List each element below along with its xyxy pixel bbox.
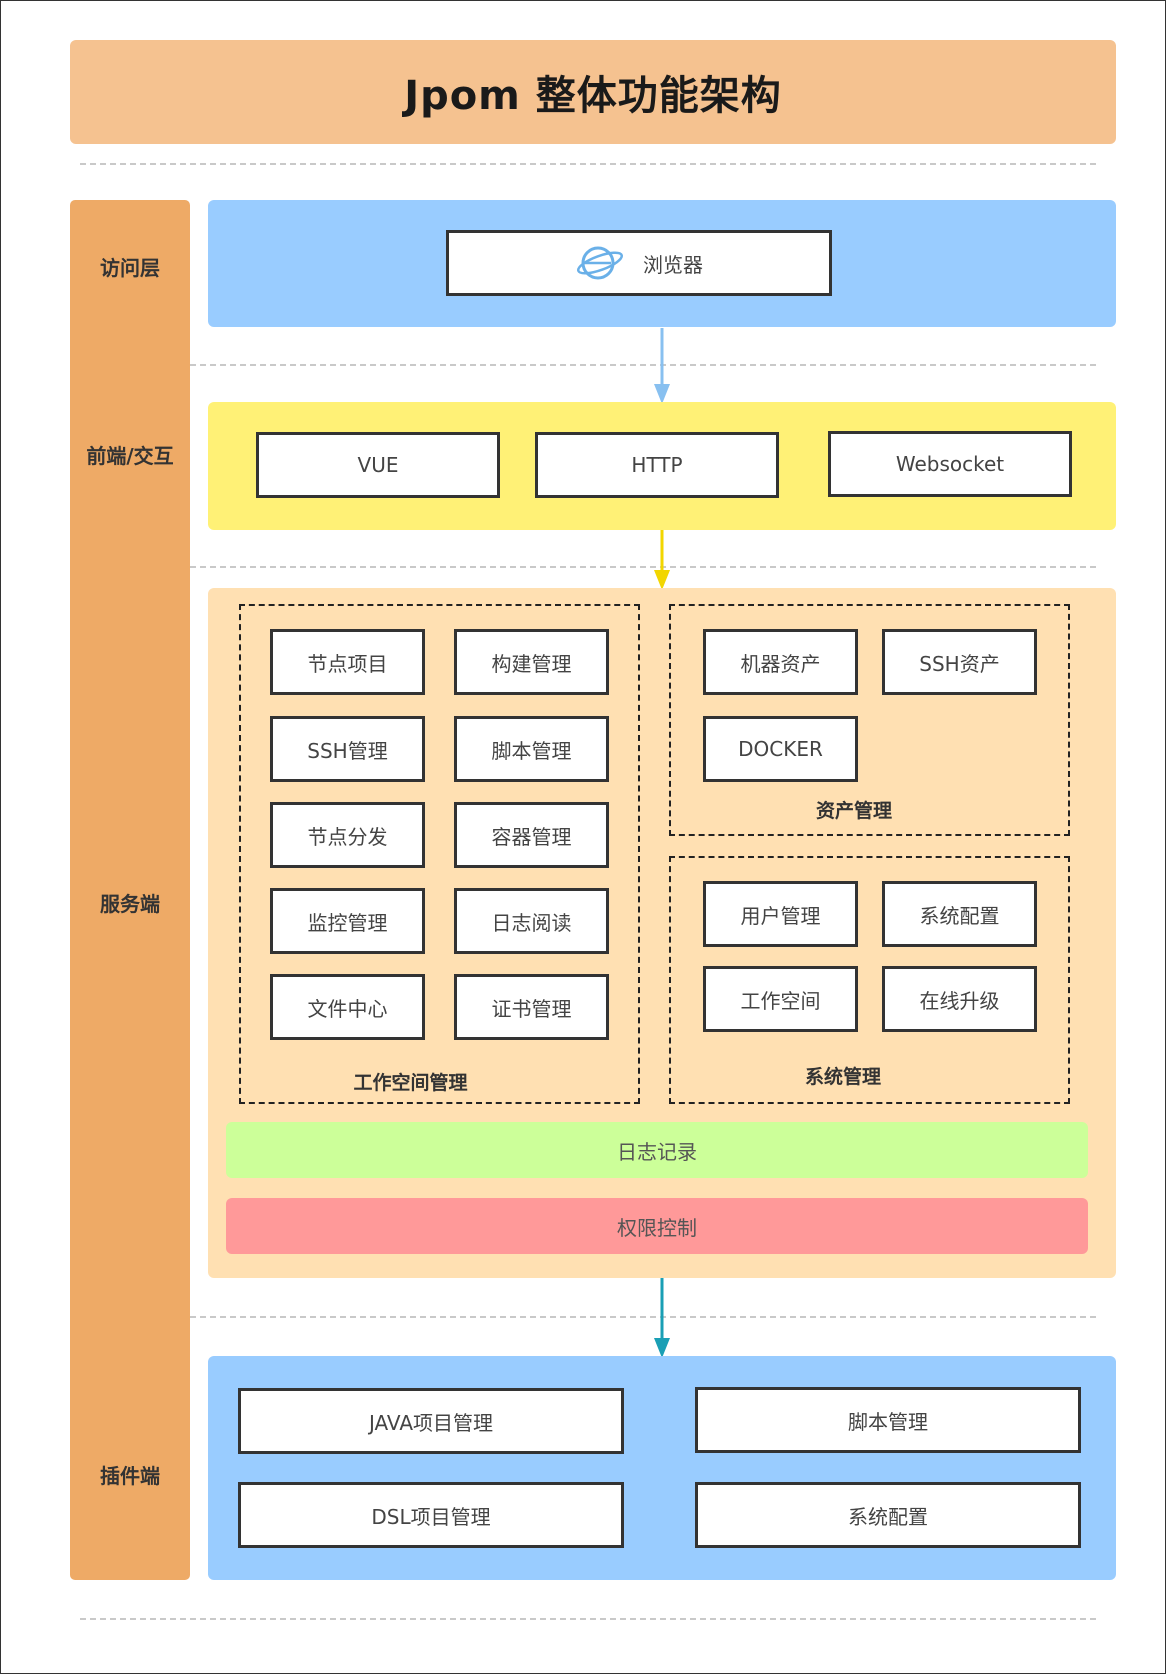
frontend-item-http: HTTP (535, 432, 779, 498)
arrow-frontend-to-server (654, 530, 670, 590)
asset-item: 机器资产 (703, 629, 858, 695)
system-item: 在线升级 (882, 966, 1037, 1032)
workspace-item: 构建管理 (454, 629, 609, 695)
system-group-title: 系统管理 (804, 1066, 881, 1088)
workspace-item: 脚本管理 (454, 716, 609, 782)
separator-line (80, 566, 1096, 568)
asset-management-group (669, 604, 1070, 836)
system-item: 系统配置 (882, 881, 1037, 947)
layer-side-column (70, 200, 190, 1580)
browser-globe-icon (575, 243, 625, 283)
system-item: 用户管理 (703, 881, 858, 947)
layer-label-server: 服务端 (100, 892, 160, 916)
workspace-item: 文件中心 (270, 974, 425, 1040)
plugin-item: 系统配置 (695, 1482, 1081, 1548)
separator-line (80, 364, 1096, 366)
frontend-item-websocket: Websocket (828, 431, 1072, 497)
workspace-management-group (239, 604, 640, 1104)
asset-item: SSH资产 (882, 629, 1037, 695)
workspace-item: SSH管理 (270, 716, 425, 782)
system-management-group (669, 856, 1070, 1104)
workspace-item: 监控管理 (270, 888, 425, 954)
log-record-strip: 日志记录 (226, 1122, 1088, 1178)
browser-label: 浏览器 (643, 252, 703, 277)
diagram-title: Jpom 整体功能架构 (70, 40, 1116, 144)
layer-label-frontend: 前端/交互 (86, 444, 174, 468)
workspace-item: 证书管理 (454, 974, 609, 1040)
workspace-item: 容器管理 (454, 802, 609, 868)
plugin-item: DSL项目管理 (238, 1482, 624, 1548)
asset-item: DOCKER (703, 716, 858, 782)
workspace-group-title: 工作空间管理 (353, 1072, 468, 1094)
separator-line (80, 1618, 1096, 1620)
system-item: 工作空间 (703, 966, 858, 1032)
workspace-item: 日志阅读 (454, 888, 609, 954)
layer-label-plugin: 插件端 (100, 1464, 160, 1488)
plugin-item: 脚本管理 (695, 1387, 1081, 1453)
asset-group-title: 资产管理 (815, 800, 892, 822)
workspace-item: 节点项目 (270, 629, 425, 695)
separator-line (80, 1316, 1096, 1318)
frontend-item-vue: VUE (256, 432, 500, 498)
separator-line (80, 163, 1096, 165)
layer-label-access: 访问层 (100, 256, 160, 280)
arrow-access-to-frontend (654, 328, 670, 404)
workspace-item: 节点分发 (270, 802, 425, 868)
browser-box: 浏览器 (446, 230, 832, 296)
permission-control-strip: 权限控制 (226, 1198, 1088, 1254)
plugin-item: JAVA项目管理 (238, 1388, 624, 1454)
arrow-server-to-plugin (654, 1278, 670, 1358)
